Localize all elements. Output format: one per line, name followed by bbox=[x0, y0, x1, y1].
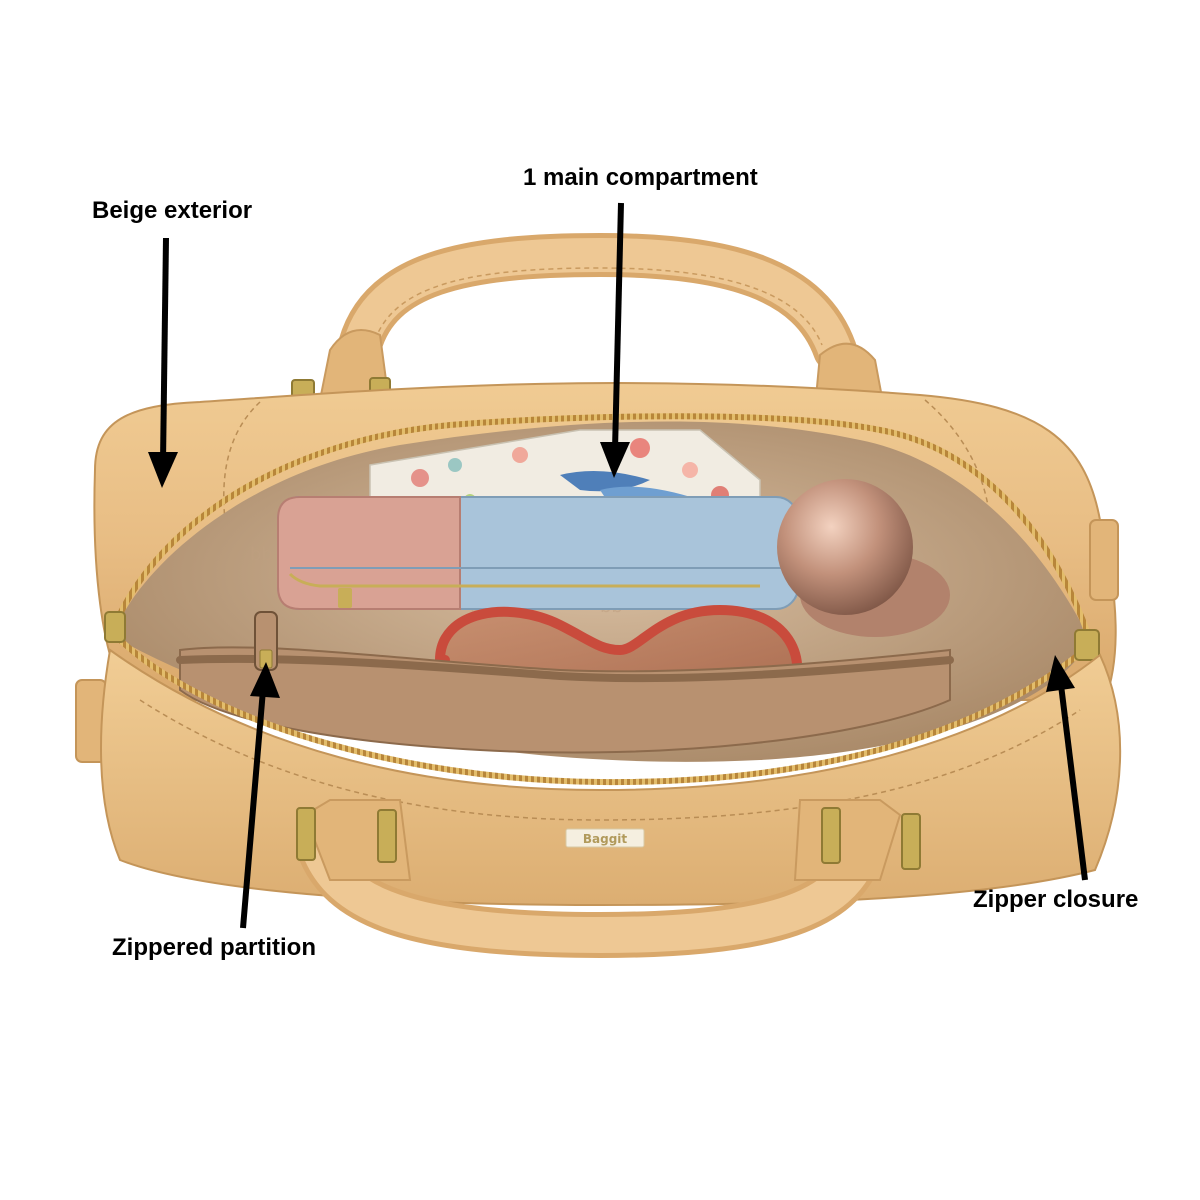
callout-zippered-partition: Zippered partition bbox=[112, 934, 316, 961]
arrow-up-icon bbox=[240, 662, 280, 929]
brand-logo: Baggit bbox=[583, 832, 628, 846]
callout-zipper-closure: Zipper closure bbox=[973, 886, 1139, 913]
zippered-partition bbox=[176, 611, 954, 754]
arrow-up-icon bbox=[1046, 655, 1088, 881]
main-zipper bbox=[104, 413, 1100, 786]
callout-beige-exterior: Beige exterior bbox=[92, 197, 253, 224]
svg-text:bb: bb bbox=[250, 544, 273, 565]
arrow-down-icon bbox=[600, 202, 630, 478]
arrow-down-icon bbox=[148, 237, 178, 488]
front-handle bbox=[296, 799, 921, 959]
callout-main-compartment: 1 main compartment bbox=[523, 164, 758, 191]
wallet bbox=[277, 496, 799, 610]
compact-mirror bbox=[777, 479, 950, 637]
